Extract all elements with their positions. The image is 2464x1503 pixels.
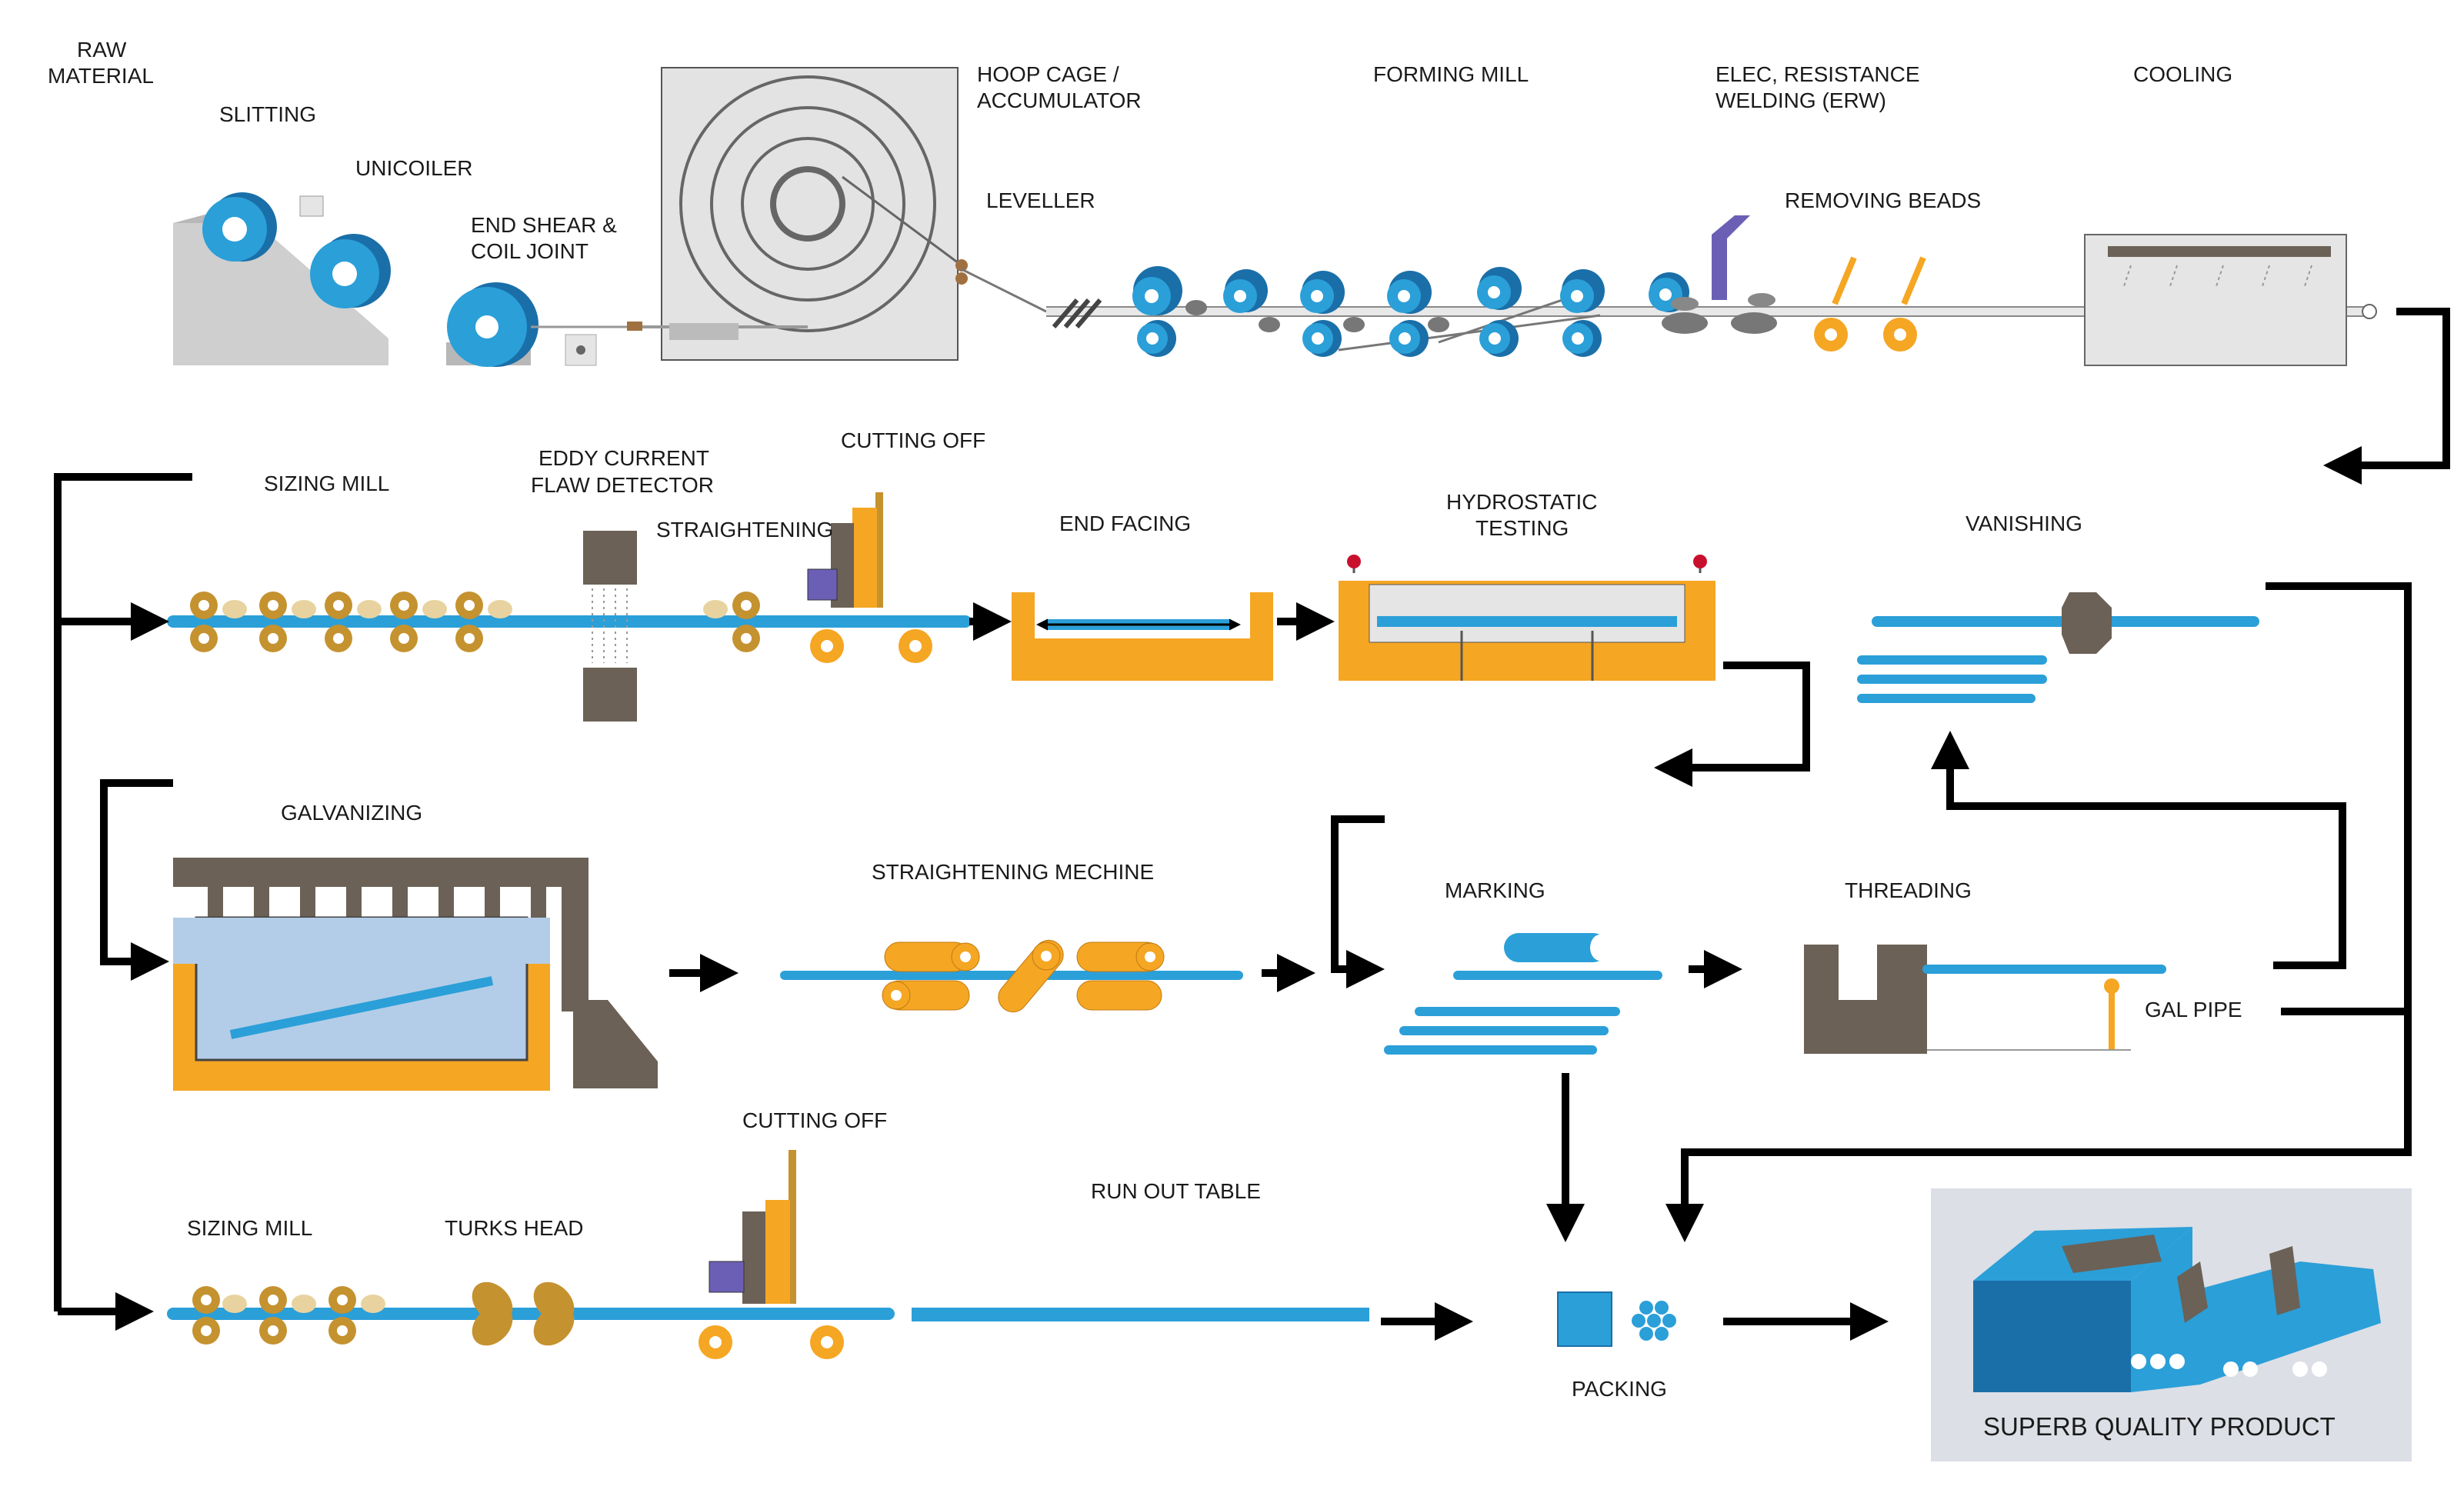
bead-removal-tools [1814,256,1926,352]
label-hydrostatic: HYDROSTATIC [1446,490,1598,514]
label-cutting-off-lower: CUTTING OFF [742,1108,887,1132]
slitting-machine [173,192,391,365]
hydrostatic-tester [1339,555,1715,681]
label-erw: ELEC, RESISTANCE [1715,62,1920,86]
label-end-facing: END FACING [1059,512,1191,535]
erw-welder [1662,215,1777,334]
label-removing-beads: REMOVING BEADS [1785,188,1981,212]
label-eddy-current: EDDY CURRENT [538,446,709,470]
label-flaw-detector: FLAW DETECTOR [531,473,714,497]
label-unicoiler: UNICOILER [355,156,472,180]
straightening-mechine [780,939,1243,1013]
label-superb-product: SUPERB QUALITY PRODUCT [1983,1412,2336,1441]
label-testing: TESTING [1475,516,1569,540]
sizing-mill-rolls-upper [190,592,512,652]
label-packing: PACKING [1572,1377,1667,1401]
label-marking: MARKING [1445,878,1545,902]
label-vanishing: VANISHING [1966,512,2082,535]
label-straightening: STRAIGHTENING [656,518,833,542]
label-turks-head: TURKS HEAD [445,1216,583,1240]
label-cutting-off-upper: CUTTING OFF [841,428,985,452]
label-cooling: COOLING [2133,62,2232,86]
straightening-rolls [703,592,932,663]
label-hoop-cage: HOOP CAGE / [977,62,1119,86]
label-run-out-table: RUN OUT TABLE [1091,1179,1261,1203]
vanishing-machine [1857,592,2259,703]
turks-head [472,1281,575,1346]
label-threading: THREADING [1845,878,1972,902]
label-galvanizing: GALVANIZING [281,801,422,825]
label-coil-joint: COIL JOINT [471,239,588,263]
label-accumulator: ACCUMULATOR [977,88,1142,112]
label-forming-mill: FORMING MILL [1373,62,1529,86]
hoop-cage-accumulator [642,67,962,361]
label-erw-2: WELDING (ERW) [1715,88,1886,112]
label-leveller: LEVELLER [986,188,1095,212]
label-gal-pipe: GAL PIPE [2145,998,2242,1021]
label-raw-material: RAW [77,38,127,62]
superb-product-panel [1931,1188,2412,1461]
sizing-mill-rolls-lower [192,1286,385,1345]
eddy-current-detector [583,531,637,722]
leveller-roll [955,259,968,272]
label-sizing-mill-upper: SIZING MILL [264,472,389,495]
label-slitting: SLITTING [219,102,316,126]
row4-pipe [167,1308,1369,1321]
labels: RAW MATERIAL SLITTING UNICOILER END SHEA… [48,38,2336,1441]
label-straightening-mechine: STRAIGHTENING MECHINE [872,860,1154,884]
end-shear-coil [446,282,642,367]
label-sizing-mill-lower: SIZING MILL [187,1216,312,1240]
galvanizing-bath [173,858,658,1091]
cutting-off-machine-1 [807,492,883,608]
label-end-shear: END SHEAR & [471,213,617,237]
flow-arrows [54,308,2450,1341]
cutting-off-machine-2 [699,1150,844,1359]
label-raw-material-2: MATERIAL [48,64,154,88]
cooling-chamber [2084,234,2377,366]
end-facing-machine [1012,592,1273,681]
marking-station [1384,933,1662,1055]
threading-machine [1804,945,2166,1054]
packing-bundles [1557,1291,1682,1347]
